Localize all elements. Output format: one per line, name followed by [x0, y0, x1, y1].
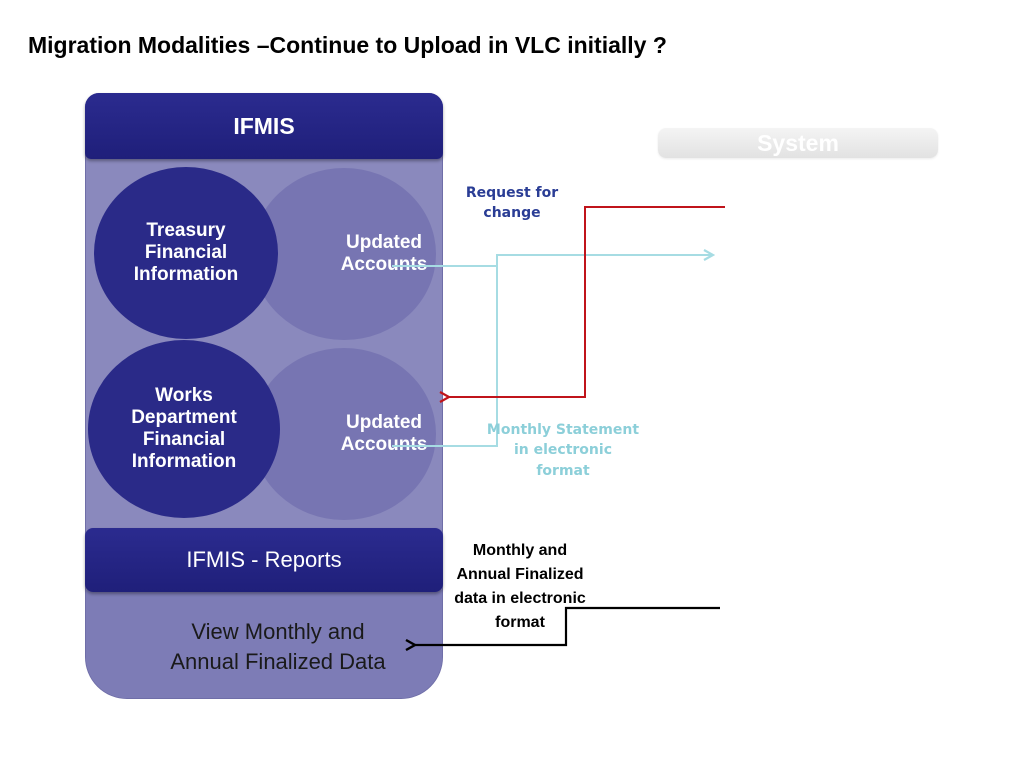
ifmis-reports-label: IFMIS - Reports — [186, 547, 342, 572]
request-for-change-connector — [448, 206, 725, 397]
request-for-change-label: Request for change — [465, 185, 559, 222]
system-box: System — [658, 128, 938, 158]
finalized-data-label: Monthly and Annual Finalized data in ele… — [454, 542, 586, 631]
monthly-statement-label: Monthly Statement in electronic format — [486, 422, 640, 479]
ifmis-header: IFMIS — [85, 93, 443, 159]
works-department-financial-information-label: Works Department Financial Information — [131, 385, 237, 472]
ifmis-reports-header: IFMIS - Reports — [85, 528, 443, 592]
ifmis-panel-lower-section — [86, 590, 442, 698]
treasury-financial-information-label: Treasury Financial Information — [133, 220, 239, 285]
slide-title: Migration Modalities –Continue to Upload… — [28, 32, 667, 58]
updated-accounts-label-2: Updated Accounts — [340, 412, 428, 455]
view-finalized-data-text: View Monthly and Annual Finalized Data — [170, 619, 386, 675]
ifmis-header-label: IFMIS — [233, 112, 295, 139]
treasury-financial-information-circle: Treasury Financial Information — [94, 167, 278, 339]
system-box-label: System — [757, 129, 839, 156]
works-department-financial-information-circle: Works Department Financial Information — [88, 340, 280, 518]
updated-accounts-label-1: Updated Accounts — [340, 232, 428, 275]
updated-accounts-circle-1: Updated Accounts — [252, 168, 436, 340]
